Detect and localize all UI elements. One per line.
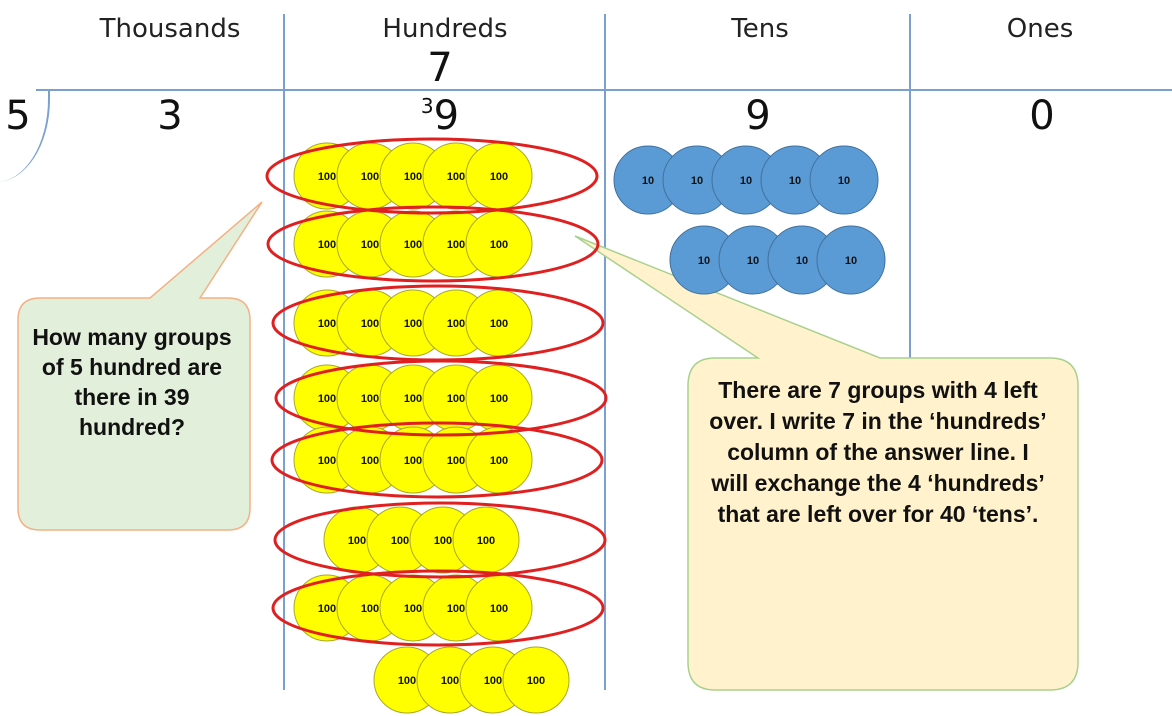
hundred-counter-label: 100 — [361, 171, 379, 183]
hundred-counter-label: 100 — [318, 318, 336, 330]
hundred-counter-label: 100 — [490, 318, 508, 330]
hundred-counter-label: 100 — [447, 393, 465, 405]
hundred-counter-label: 100 — [490, 393, 508, 405]
group-ring — [265, 137, 599, 215]
hundred-counter-label: 100 — [318, 171, 336, 183]
hundred-counter-label: 100 — [361, 603, 379, 615]
hundred-counter-label: 100 — [318, 239, 336, 251]
hundred-counter-label: 100 — [404, 455, 422, 467]
hundred-counter-label: 100 — [447, 603, 465, 615]
hundred-counter-label: 100 — [490, 603, 508, 615]
tens-header: Tens — [731, 14, 789, 44]
column-divider-1 — [283, 14, 285, 690]
ten-counter-label: 10 — [642, 175, 654, 187]
explanation-callout-bubble — [574, 235, 1079, 691]
group-ring — [273, 501, 607, 579]
dividend-tens-digit: 9 — [745, 93, 771, 139]
question-callout-text: How many groups of 5 hundred are there i… — [32, 324, 232, 440]
group-ring — [270, 421, 604, 499]
column-divider-3 — [909, 14, 911, 690]
ten-counter-label: 10 — [789, 175, 801, 187]
hundred-counter-label: 100 — [398, 675, 416, 687]
answer-hundreds-digit: 7 — [427, 45, 453, 91]
hundred-counter-label: 100 — [490, 455, 508, 467]
hundreds-header: Hundreds — [382, 14, 508, 44]
divisor-digit: 5 — [5, 93, 31, 139]
ten-counter-label: 10 — [698, 255, 710, 267]
ten-counter-label: 10 — [845, 255, 857, 267]
carry-digit: 3 — [420, 94, 434, 118]
thousands-header: Thousands — [99, 14, 241, 44]
hundred-counter-label: 100 — [441, 675, 459, 687]
ten-counter-label: 10 — [796, 255, 808, 267]
group-ring — [271, 569, 605, 647]
hundred-counter-label: 100 — [361, 455, 379, 467]
hundred-counter-label: 100 — [447, 171, 465, 183]
hundred-counter-label: 100 — [404, 239, 422, 251]
hundred-counter-label: 100 — [391, 535, 409, 547]
hundred-counter-label: 100 — [348, 535, 366, 547]
hundred-counter-label: 100 — [447, 318, 465, 330]
dividend-hundreds-digit: 39 — [410, 96, 470, 136]
group-ring — [274, 359, 608, 437]
ones-header: Ones — [1006, 14, 1074, 44]
hundred-counter-label: 100 — [404, 603, 422, 615]
hundreds-value: 9 — [433, 93, 460, 139]
hundred-counter-label: 100 — [490, 171, 508, 183]
ten-counter-label: 10 — [740, 175, 752, 187]
hundred-counter-label: 100 — [361, 393, 379, 405]
ten-counter-label: 10 — [747, 255, 759, 267]
group-ring — [266, 205, 600, 283]
dividend-thousands-digit: 3 — [157, 93, 183, 139]
hundred-counter-label: 100 — [484, 675, 502, 687]
hundred-counter-label: 100 — [404, 393, 422, 405]
ten-counter-label: 10 — [838, 175, 850, 187]
ten-counter — [816, 225, 886, 295]
hundred-counter-label: 100 — [447, 239, 465, 251]
hundred-counter-label: 100 — [318, 393, 336, 405]
dividend-ones-digit: 0 — [1029, 93, 1055, 139]
question-callout-bubble — [17, 201, 263, 531]
hundred-counter-label: 100 — [318, 455, 336, 467]
hundred-counter — [502, 646, 570, 714]
hundred-counter-label: 100 — [361, 318, 379, 330]
hundred-counter-label: 100 — [361, 239, 379, 251]
hundred-counter-label: 100 — [527, 675, 545, 687]
hundred-counter-label: 100 — [404, 171, 422, 183]
hundred-counter-label: 100 — [404, 318, 422, 330]
hundred-counter-label: 100 — [318, 603, 336, 615]
ten-counter-label: 10 — [691, 175, 703, 187]
hundred-counter-label: 100 — [434, 535, 452, 547]
hundred-counter-label: 100 — [447, 455, 465, 467]
column-divider-2 — [604, 14, 606, 690]
hundred-counter-label: 100 — [477, 535, 495, 547]
hundred-counter-label: 100 — [490, 239, 508, 251]
explanation-callout-text: There are 7 groups with 4 left over. I w… — [709, 377, 1047, 527]
ten-counter — [809, 145, 879, 215]
